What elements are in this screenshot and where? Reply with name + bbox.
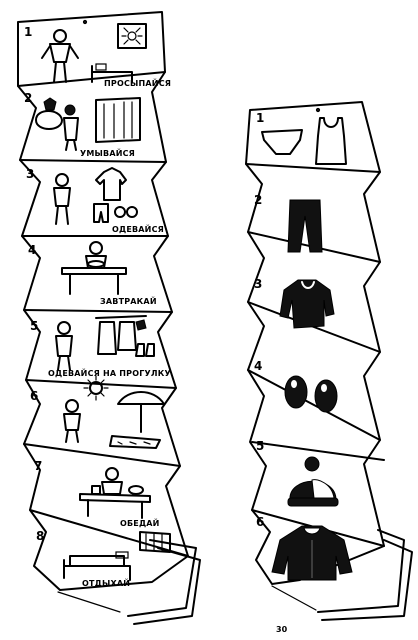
child-figure-icon <box>56 322 72 370</box>
panel-number: 1 <box>256 111 264 125</box>
panel-number: 4 <box>28 243 36 257</box>
boots-icon <box>136 344 154 356</box>
right-panel-2: 2 <box>254 193 322 252</box>
child-figure-icon <box>42 30 78 82</box>
right-strip: 1 2 3 4 <box>246 102 412 620</box>
left-panel-5: 5 ОДЕВАЙСЯ НА ПРОГУЛКУ <box>30 316 171 378</box>
panel-number: 3 <box>254 277 262 291</box>
left-panel-2: 2 УМЫВАЙСЯ <box>24 91 140 158</box>
right-panel-1: 1 <box>256 108 346 164</box>
panel-caption: ЗАВТРАКАЙ <box>100 295 157 306</box>
sandbox-icon <box>110 436 160 448</box>
underwear-icon <box>262 130 302 154</box>
panel-number: 2 <box>254 193 262 207</box>
right-panel-3: 3 <box>254 277 334 328</box>
washstand-icon <box>36 98 62 129</box>
umbrella-icon <box>118 392 164 432</box>
trousers-icon <box>94 204 108 222</box>
socks-icon <box>115 207 137 217</box>
right-panel-4: 4 <box>254 359 337 412</box>
panel-number: 7 <box>34 459 42 473</box>
panel-number: 5 <box>256 439 264 453</box>
sun-window-icon <box>118 24 146 48</box>
panel-caption: УМЫВАЙСЯ <box>80 147 135 158</box>
panel-number: 5 <box>30 319 38 333</box>
left-panel-8: 8 ОТДЫХАЙ <box>36 529 170 588</box>
panel-caption: ОДЕВАЙСЯ <box>112 223 164 234</box>
table-icon <box>62 261 126 294</box>
left-panel-3: 3 ОДЕВАЙСЯ <box>26 167 164 234</box>
panel-caption: ОБЕДАЙ <box>120 517 160 528</box>
child-playing-icon <box>64 400 80 442</box>
child-figure-icon <box>54 174 70 224</box>
panel-caption: ПРОСЫПАЙСЯ <box>104 77 171 88</box>
child-eating-icon <box>102 468 122 494</box>
shirt-icon <box>96 168 126 200</box>
page-number: 30 <box>276 625 287 634</box>
panel-number: 4 <box>254 359 262 373</box>
panel-number: 8 <box>36 529 44 543</box>
hat-icon <box>288 457 338 506</box>
coat-rack-icon <box>96 316 146 354</box>
child-washing-icon <box>64 105 78 150</box>
panel-caption: ОТДЫХАЙ <box>82 577 130 588</box>
panel-number: 6 <box>30 389 38 403</box>
left-panel-4: 4 ЗАВТРАКАЙ <box>28 242 157 306</box>
table-icon <box>80 486 150 518</box>
sweater-icon <box>280 280 334 328</box>
sun-icon <box>84 376 108 400</box>
towel-icon <box>96 98 140 142</box>
panel-caption: ОДЕВАЙСЯ НА ПРОГУЛКУ <box>48 367 171 378</box>
panel-number: 6 <box>256 515 264 529</box>
panel-number: 1 <box>24 25 32 39</box>
panel-number: 3 <box>26 167 34 181</box>
boots-icon <box>285 376 337 412</box>
tank-top-icon <box>316 118 346 164</box>
panel-number: 2 <box>24 91 32 105</box>
bed-icon <box>64 552 130 580</box>
left-strip: 1 ПРОСЫПАЙСЯ 2 <box>18 12 200 624</box>
